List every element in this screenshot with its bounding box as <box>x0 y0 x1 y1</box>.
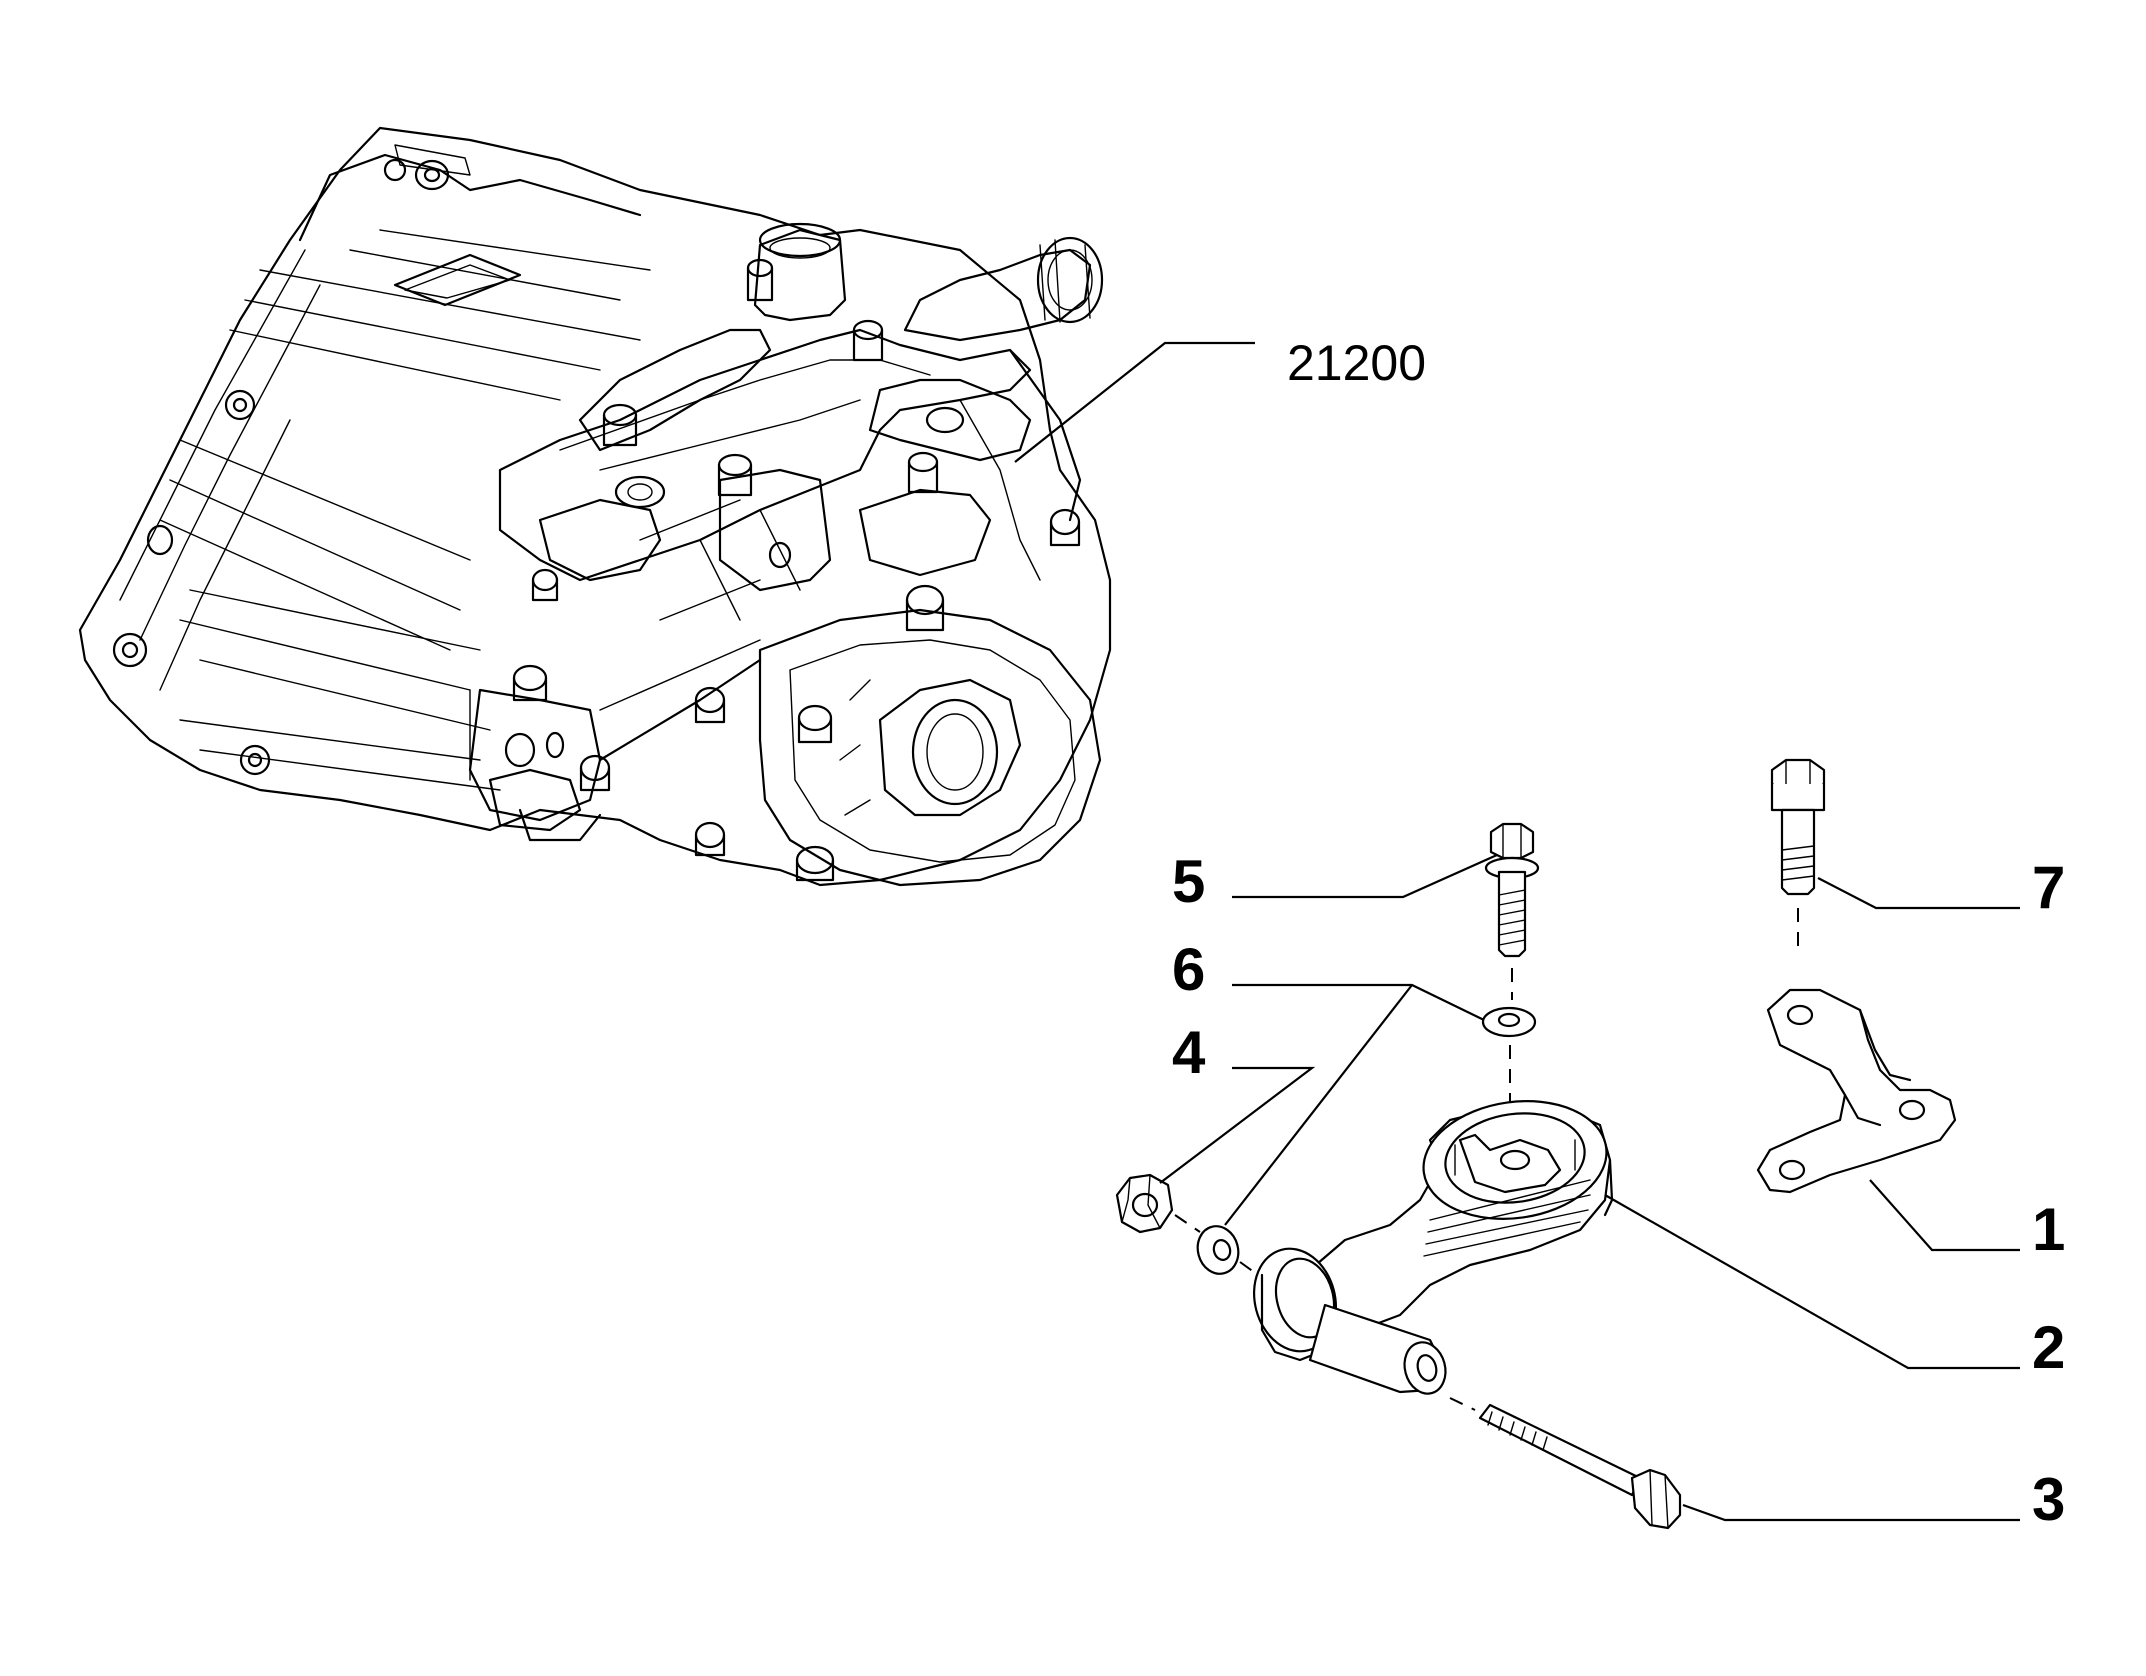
callout-4: 4 <box>1159 1019 1316 1184</box>
axis-4 <box>1174 1214 1259 1276</box>
gearbox-bolt-heads <box>512 258 1081 882</box>
callout-1: 1 <box>1869 1179 2065 1263</box>
gearbox-assembly-drawing <box>78 126 1112 887</box>
callout-21200-label: 21200 <box>1287 335 1426 391</box>
axis-3 <box>1449 1397 1476 1411</box>
part-6-washer-lower <box>1196 1225 1240 1275</box>
part-3-long-bolt <box>1478 1403 1682 1530</box>
part-1-bracket <box>1756 988 1957 1194</box>
callout-7-label: 7 <box>2032 854 2065 921</box>
callout-2-label: 2 <box>2032 1314 2065 1381</box>
part-4-nut <box>1115 1173 1174 1234</box>
callout-3: 3 <box>1682 1466 2065 1533</box>
callout-1-label: 1 <box>2032 1196 2065 1263</box>
part-2-engine-mount <box>1252 1100 1614 1395</box>
callout-3-label: 3 <box>2032 1466 2065 1533</box>
callout-21200: 21200 <box>1014 335 1426 463</box>
callout-2: 2 <box>1604 1194 2065 1381</box>
part-5-bolt <box>1484 822 1540 958</box>
callout-4-label: 4 <box>1172 1019 1206 1086</box>
callout-6: 6 <box>1172 936 1485 1226</box>
callout-6-label: 6 <box>1172 936 1205 1003</box>
part-6-washer-upper <box>1481 1006 1537 1038</box>
callout-7: 7 <box>1817 854 2065 921</box>
callout-5: 5 <box>1172 848 1498 915</box>
callout-5-label: 5 <box>1172 848 1205 915</box>
part-7-bolt <box>1770 758 1826 896</box>
